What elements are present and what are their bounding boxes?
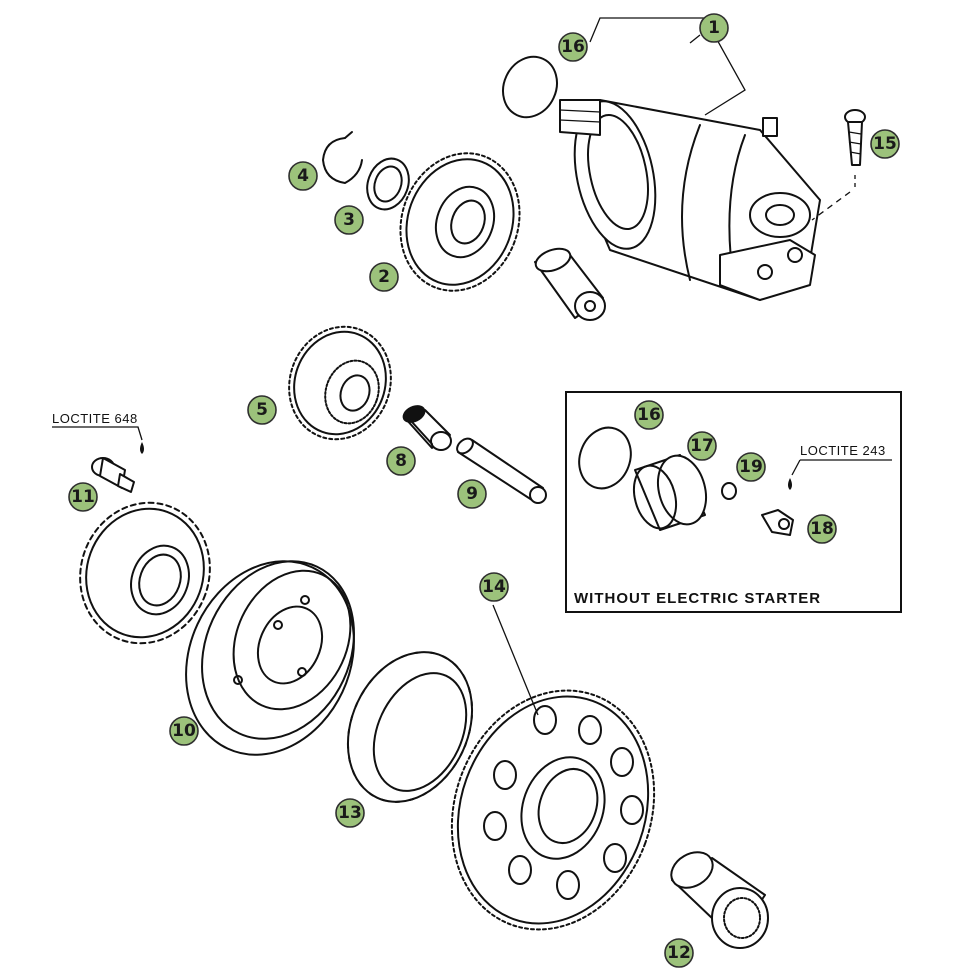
part-needle-bearing xyxy=(402,405,452,451)
loctite-243-label: LOCTITE 243 xyxy=(800,443,886,458)
part-pin xyxy=(456,437,547,504)
part-roller-bearing xyxy=(670,851,769,949)
callout-12: 12 xyxy=(664,938,694,968)
callout-3: 3 xyxy=(334,205,364,235)
part-screw xyxy=(811,109,866,221)
svg-text:8: 8 xyxy=(395,451,407,471)
callout-16-inset: 16 xyxy=(634,400,664,430)
svg-text:16: 16 xyxy=(637,405,661,425)
without-electric-starter-label: WITHOUT ELECTRIC STARTER xyxy=(574,590,821,607)
part-drive-gear xyxy=(79,501,211,645)
loctite-648-note: LOCTITE 648 xyxy=(52,411,144,454)
part-idler-gear xyxy=(399,152,521,292)
callout-11: 11 xyxy=(68,482,98,512)
part-sleeve xyxy=(534,247,606,321)
part-freewheel-cage xyxy=(346,651,474,803)
svg-text:17: 17 xyxy=(690,436,714,456)
part-freewheel-housing xyxy=(185,560,355,756)
callout-16-top: 16 xyxy=(558,32,588,62)
svg-text:12: 12 xyxy=(667,943,691,963)
svg-text:5: 5 xyxy=(256,400,268,420)
svg-text:10: 10 xyxy=(172,721,196,741)
callout-9: 9 xyxy=(457,479,487,509)
part-double-gear xyxy=(288,325,392,441)
svg-text:11: 11 xyxy=(71,487,95,507)
svg-text:13: 13 xyxy=(338,803,362,823)
callout-2: 2 xyxy=(369,262,399,292)
callout-13: 13 xyxy=(335,798,365,828)
callout-5: 5 xyxy=(247,395,277,425)
svg-text:18: 18 xyxy=(810,519,834,539)
part-o-ring xyxy=(502,55,558,119)
part-washer xyxy=(366,157,410,211)
callout-8: 8 xyxy=(386,446,416,476)
svg-text:9: 9 xyxy=(466,484,478,504)
svg-text:16: 16 xyxy=(561,37,585,57)
svg-text:19: 19 xyxy=(739,457,763,477)
callout-4: 4 xyxy=(288,161,318,191)
svg-text:14: 14 xyxy=(482,577,506,597)
svg-text:3: 3 xyxy=(343,210,355,230)
callout-18: 18 xyxy=(807,514,837,544)
svg-text:2: 2 xyxy=(378,267,390,287)
part-circlip xyxy=(322,131,363,184)
inset-without-electric-starter: LOCTITE 243 WITHOUT ELECTRIC STARTER xyxy=(565,391,902,613)
part-starter-motor xyxy=(559,99,821,301)
part-cap-screw xyxy=(91,457,135,493)
callout-1: 1 xyxy=(699,13,729,43)
svg-text:15: 15 xyxy=(873,134,897,154)
svg-text:4: 4 xyxy=(297,166,309,186)
svg-text:1: 1 xyxy=(708,18,720,38)
part-starter-ring-gear xyxy=(450,604,656,931)
loctite-648-label: LOCTITE 648 xyxy=(52,411,138,426)
callout-15: 15 xyxy=(870,129,900,159)
callout-14: 14 xyxy=(479,572,509,602)
callout-10: 10 xyxy=(169,716,199,746)
callout-17: 17 xyxy=(687,431,717,461)
callout-19: 19 xyxy=(736,452,766,482)
